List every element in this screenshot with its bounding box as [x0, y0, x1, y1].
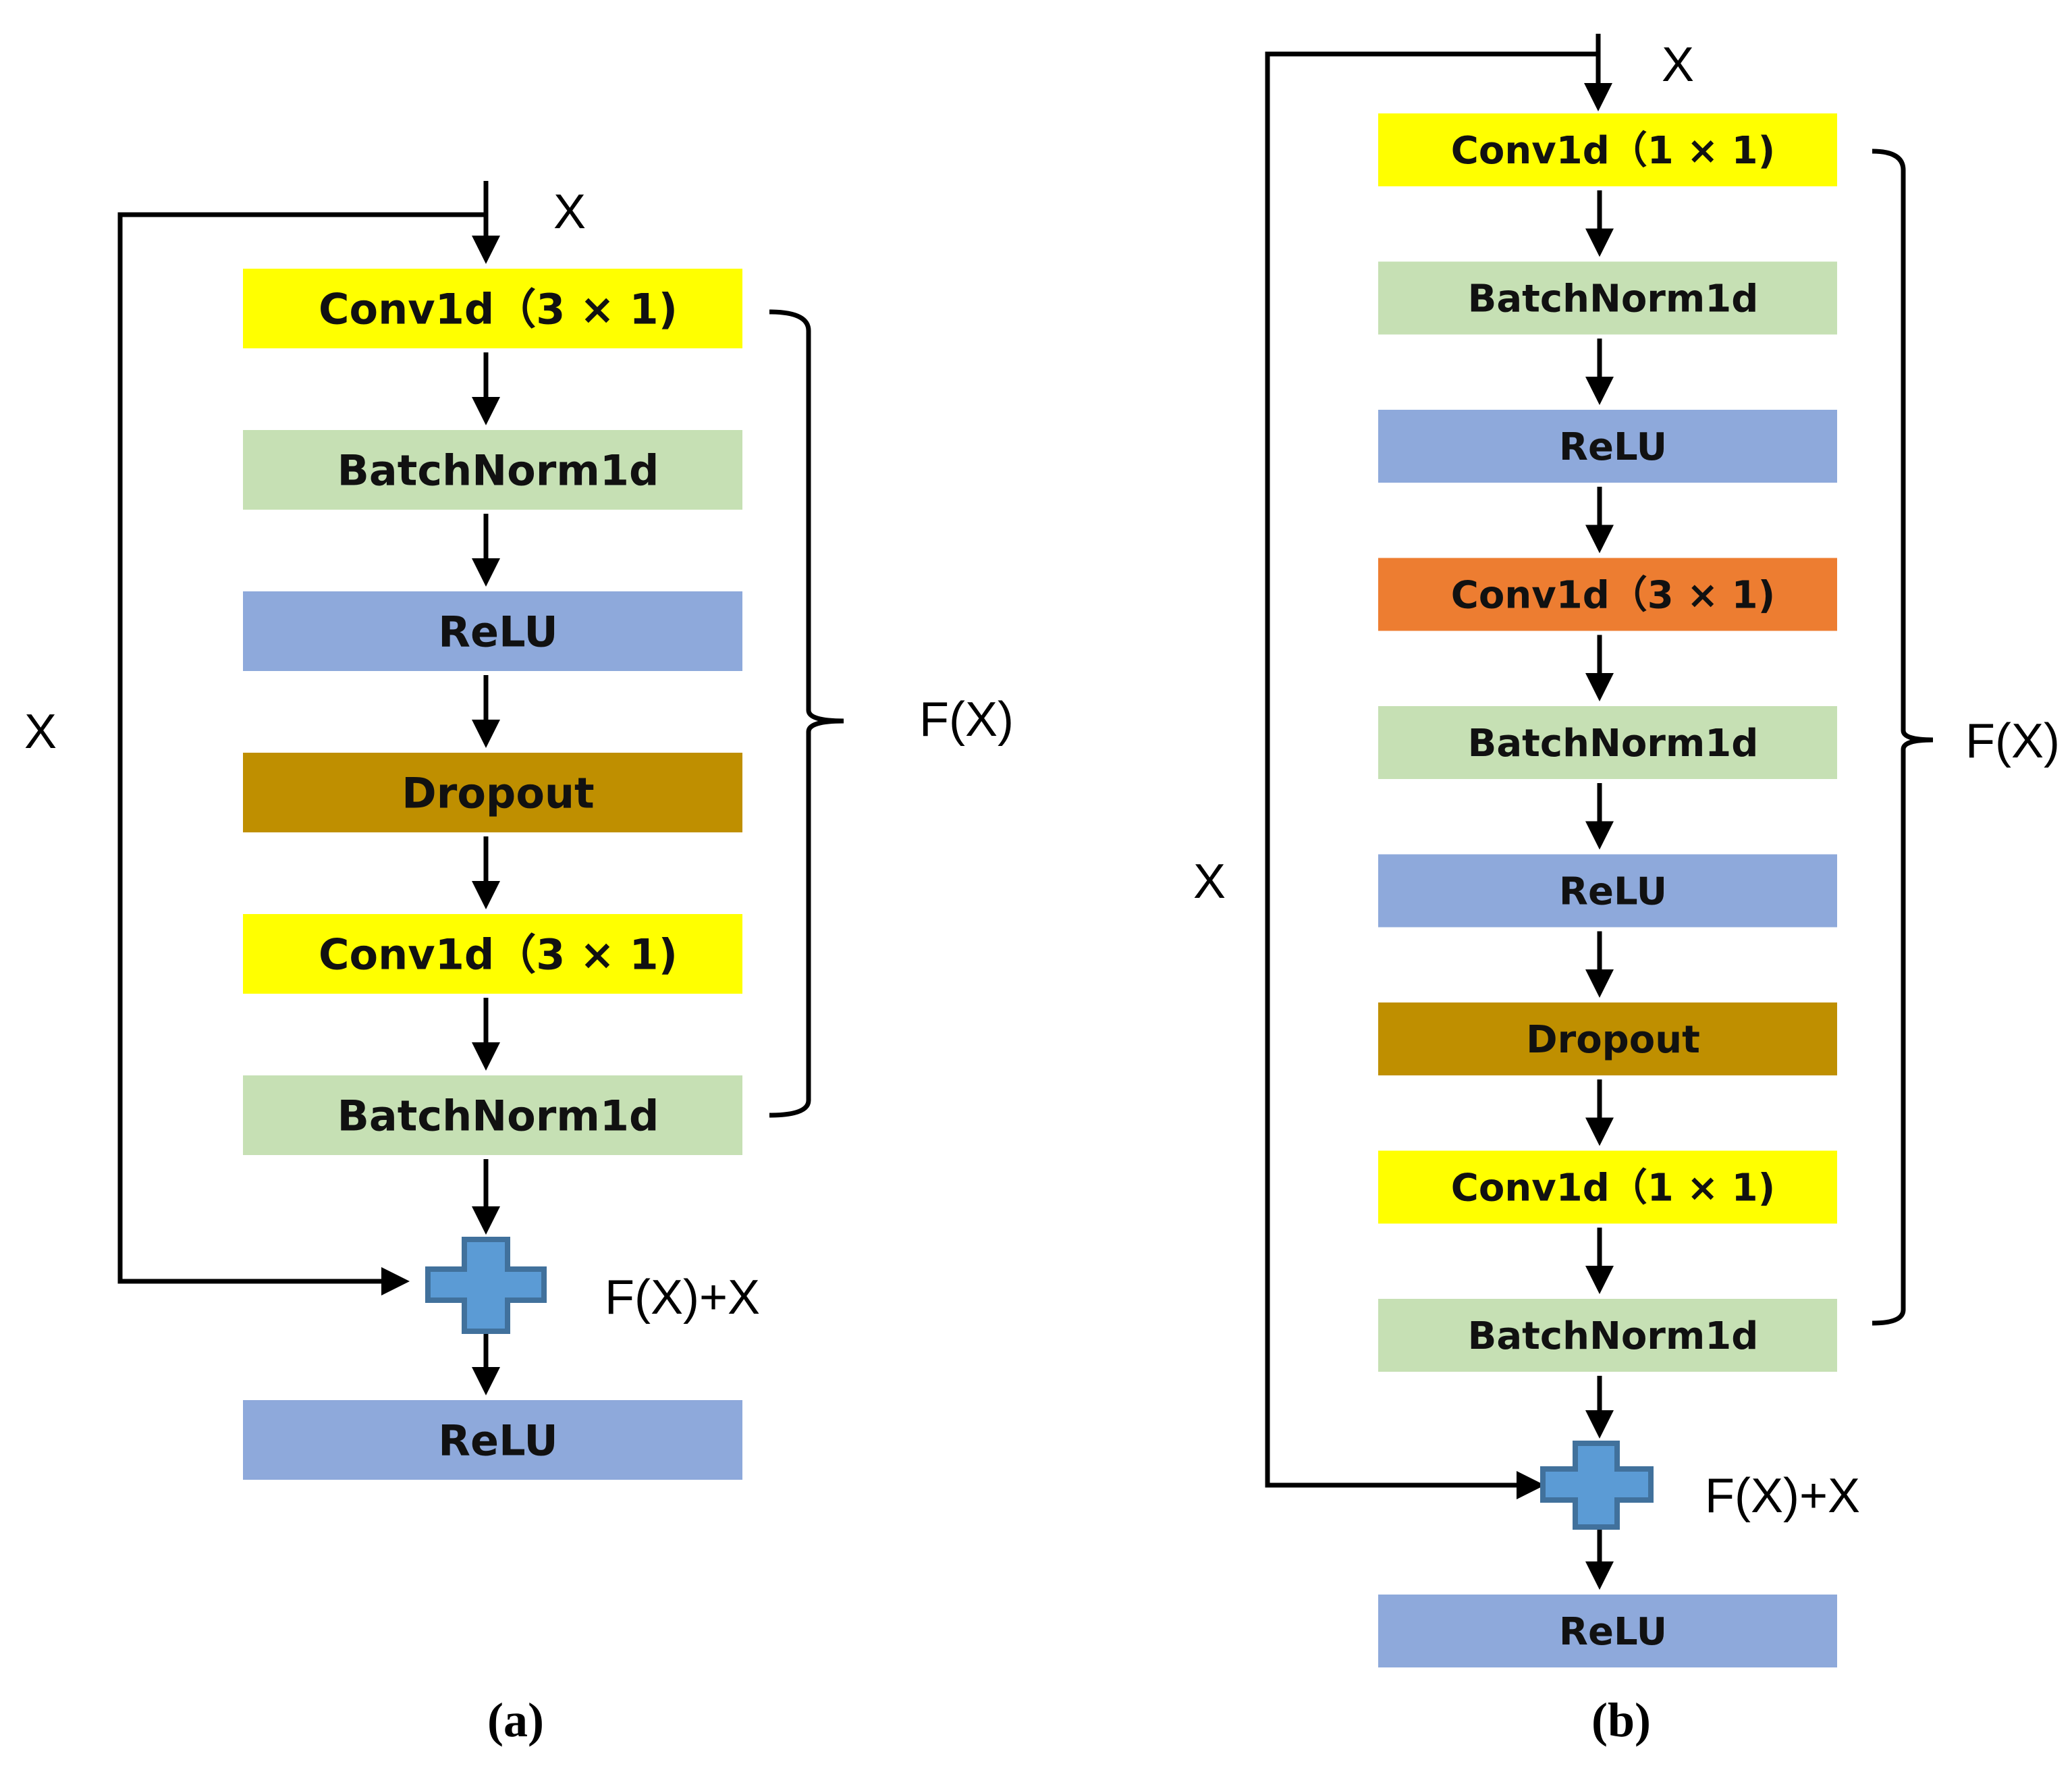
panel-b-block-label-4: Conv1d（3 × 1): [1451, 574, 1775, 618]
panel-a-input-label: X: [553, 185, 586, 239]
panel-b-brace: [1872, 149, 1934, 1326]
panel-b-block-label-9: BatchNorm1d: [1468, 1314, 1759, 1358]
panel-a-block-label-5: Conv1d（3 × 1): [319, 930, 678, 979]
panel-b-sum-label: F(X)+X: [1705, 1469, 1860, 1523]
panel-a-blocks: Conv1d（3 × 1)BatchNorm1dReLUDropoutConv1…: [243, 269, 742, 1480]
panel-b-skip-label: X: [1193, 855, 1226, 909]
panel-a-output-block: [243, 1400, 742, 1480]
panel-b-output-label: ReLU: [1559, 1610, 1667, 1654]
panel-b-block-label-1: Conv1d（1 × 1): [1451, 129, 1775, 173]
panel-a-brace: [769, 309, 844, 1118]
panel-b-block-label-6: ReLU: [1559, 870, 1667, 914]
panel-a-block-3: [243, 591, 742, 671]
panel-b-block-6: [1378, 854, 1837, 928]
panel-b-brace-label: F(X): [1965, 714, 2060, 768]
panel-a-add-node: [425, 1237, 547, 1334]
panel-a-block-1: [243, 269, 742, 348]
panel-b-block-label-7: Dropout: [1526, 1018, 1700, 1062]
panel-b-add-node: [1540, 1441, 1654, 1530]
panel-b-output-block: [1378, 1595, 1837, 1667]
panel-b-block-label-3: ReLU: [1559, 425, 1667, 469]
panel-b-block-label-8: Conv1d（1 × 1): [1451, 1167, 1775, 1210]
panel-b-block-9: [1378, 1299, 1837, 1372]
panel-a-caption: (a): [487, 1693, 544, 1747]
panel-a-skip-label: X: [24, 705, 57, 759]
panel-b-input-label: X: [1662, 38, 1694, 92]
panel-b-block-1: [1378, 113, 1837, 186]
panel-b-block-label-2: BatchNorm1d: [1468, 277, 1759, 321]
panel-a-block-label-6: BatchNorm1d: [337, 1091, 659, 1140]
panel-a-block-label-3: ReLU: [438, 607, 557, 656]
panel-b-block-5: [1378, 706, 1837, 779]
panel-a-brace-label: F(X): [919, 693, 1014, 747]
panel-a-sum-label: F(X)+X: [605, 1270, 760, 1324]
panel-a-block-label-2: BatchNorm1d: [337, 446, 659, 495]
panel-a-block-label-1: Conv1d（3 × 1): [319, 284, 678, 333]
panel-a-output-label: ReLU: [438, 1416, 557, 1465]
panel-b-caption: (b): [1591, 1693, 1651, 1747]
panel-a-block-6: [243, 1075, 742, 1155]
panel-a-block-5: [243, 914, 742, 994]
panel-b-block-7: [1378, 1002, 1837, 1075]
panel-a: Conv1d（3 × 1)BatchNorm1dReLUDropoutConv1…: [24, 181, 1014, 1747]
panel-b-block-label-5: BatchNorm1d: [1468, 722, 1759, 766]
panel-a-block-2: [243, 430, 742, 510]
panel-a-block-label-4: Dropout: [402, 768, 594, 818]
panel-b-block-4: [1378, 558, 1837, 631]
panel-b-block-3: [1378, 410, 1837, 483]
panel-b-block-8: [1378, 1150, 1837, 1224]
panel-b-block-2: [1378, 261, 1837, 335]
panel-a-block-4: [243, 753, 742, 832]
